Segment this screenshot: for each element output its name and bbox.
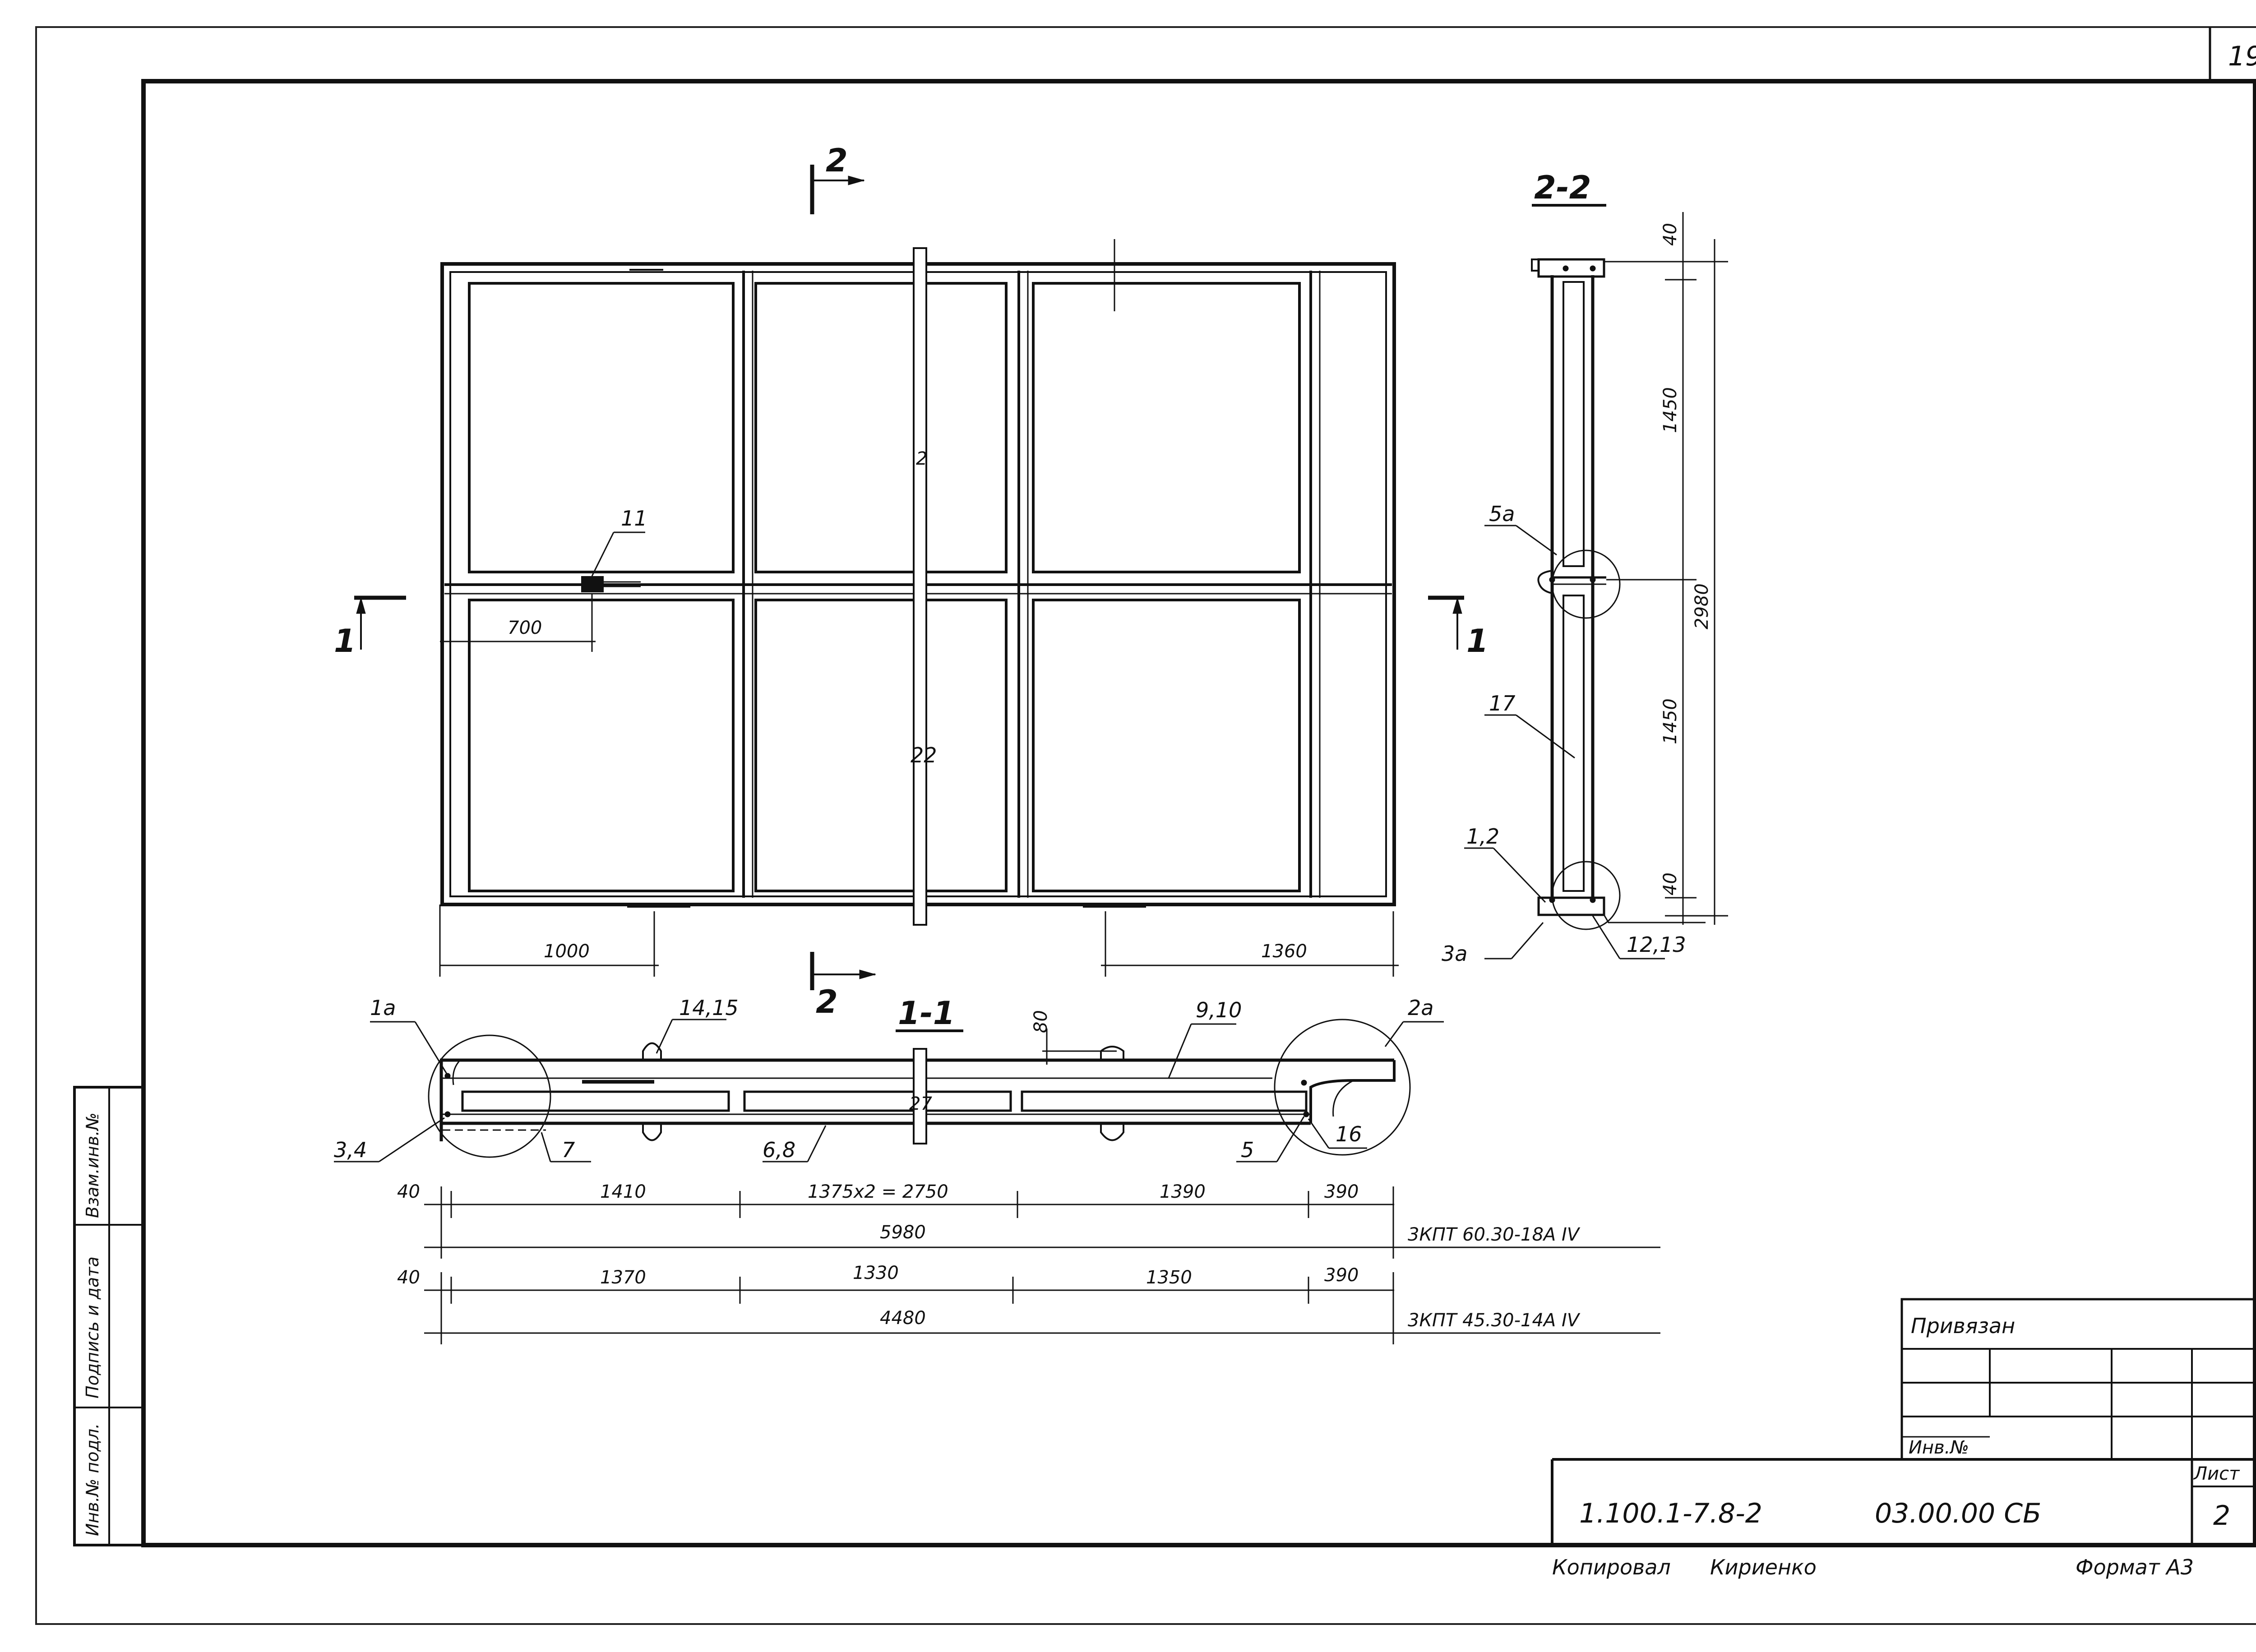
dim-2-2-total-2980: 2980 <box>1692 583 1712 629</box>
corner-number-box: 19 <box>2209 27 2256 83</box>
panel-mark-2: 3КПТ 45.30-14А IV <box>1408 1310 1581 1331</box>
callout-5: 5 <box>1241 1138 1254 1162</box>
dim-row1-1375: 1375x2 = 2750 <box>808 1181 948 1202</box>
section-2-2-dimension-lines <box>1606 212 1728 925</box>
rib-mark-mid: 22 <box>911 743 937 767</box>
callout-7: 7 <box>562 1138 575 1162</box>
dim-row-1-lines <box>424 1186 1660 1259</box>
dim-row1-390: 390 <box>1324 1181 1359 1202</box>
callout-1a: 1a <box>370 996 396 1020</box>
title-doc-number: 03.00.00 СБ <box>1875 1498 2041 1529</box>
title-doc-code: 1.100.1-7.8-2 <box>1579 1498 1762 1529</box>
stamp-inv-podl: Инв.№ подл. <box>83 1423 102 1536</box>
panel-mark-1: 3КПТ 60.30-18А IV <box>1408 1224 1581 1245</box>
section-2-2-title: 2-2 <box>1534 169 1591 206</box>
section-mark-1-left-label: 1 <box>334 623 356 660</box>
dim-row2-1370: 1370 <box>600 1267 646 1288</box>
callout-5a: 5a <box>1489 502 1515 526</box>
callout-17: 17 <box>1489 691 1516 715</box>
rib-mark-top: 2 <box>916 448 927 469</box>
section-mark-2-top-label: 2 <box>826 142 848 179</box>
dim-1360: 1360 <box>1261 941 1307 962</box>
title-sheet-number: 2 <box>2213 1500 2230 1532</box>
callout-3-4: 3,4 <box>334 1138 367 1162</box>
callout-1-2: 1,2 <box>1466 824 1499 849</box>
title-inv: Инв.№ <box>1909 1437 1969 1458</box>
section-1-1-leaders <box>334 1019 1444 1163</box>
section-1-1-title: 1-1 <box>898 995 955 1032</box>
dim-2-2-1450-b: 1450 <box>1660 698 1681 744</box>
outer-border <box>35 26 2256 1625</box>
dim-2-2-bot-40: 40 <box>1660 872 1681 895</box>
dim-row2-1350: 1350 <box>1146 1267 1192 1288</box>
callout-6-8: 6,8 <box>763 1138 795 1162</box>
dim-1000: 1000 <box>544 941 590 962</box>
section-1-1-profile <box>428 1019 1411 1158</box>
dim-row2-1330: 1330 <box>853 1263 899 1283</box>
dim-row1-40: 40 <box>397 1181 420 1202</box>
dim-row1-1390: 1390 <box>1160 1181 1206 1202</box>
section-2-2-leaders <box>1464 525 1665 960</box>
stamp-podpis: Подпись и дата <box>83 1256 102 1398</box>
section-mark-2-top <box>810 165 865 214</box>
section-mark-1-left <box>354 595 406 650</box>
callout-14-15: 14,15 <box>679 996 739 1020</box>
callout-2a: 2a <box>1408 996 1433 1020</box>
side-stamp <box>73 1086 145 1546</box>
section-mark-1-right-label: 1 <box>1466 623 1489 660</box>
dim-row2-total: 4480 <box>880 1308 926 1329</box>
callout-12-13: 12,13 <box>1627 932 1686 957</box>
main-frame <box>141 79 2256 1547</box>
dim-row2-40: 40 <box>397 1267 420 1288</box>
callout-16: 16 <box>1336 1122 1362 1146</box>
title-privyazan: Привязан <box>1911 1314 2015 1338</box>
callout-11: 11 <box>621 506 647 531</box>
plan-dimension-lines <box>439 593 1399 977</box>
callout-3a: 3a <box>1442 941 1467 966</box>
title-list-label: Лист <box>2193 1463 2240 1484</box>
title-copier: Кириенко <box>1710 1555 1817 1579</box>
dim-row2-390: 390 <box>1324 1265 1359 1286</box>
callout-11-leader <box>591 531 645 577</box>
corner-number: 19 <box>2228 41 2256 72</box>
dim-2-2-top-40: 40 <box>1660 223 1681 246</box>
title-copied: Копировал <box>1552 1555 1671 1579</box>
callout-80: 80 <box>1031 1010 1051 1033</box>
stamp-vzam: Взам.инв.№ <box>83 1112 102 1218</box>
callout-9-10: 9,10 <box>1196 998 1242 1022</box>
dim-row1-1410: 1410 <box>600 1181 646 1202</box>
dim-700: 700 <box>508 618 542 638</box>
title-format: Формат А3 <box>2076 1555 2194 1579</box>
section-mark-2-bottom-label: 2 <box>816 983 838 1020</box>
dim-row-2-lines <box>424 1272 1660 1344</box>
section-mark-2-bottom <box>810 952 876 990</box>
panel-plan-view <box>440 239 1396 926</box>
dim-2-2-1450-a: 1450 <box>1660 387 1681 433</box>
title-block-lines <box>1551 1298 2256 1545</box>
dim-row1-total: 5980 <box>880 1222 926 1243</box>
section-mark-1-right <box>1428 595 1464 650</box>
callout-27: 27 <box>909 1094 932 1114</box>
